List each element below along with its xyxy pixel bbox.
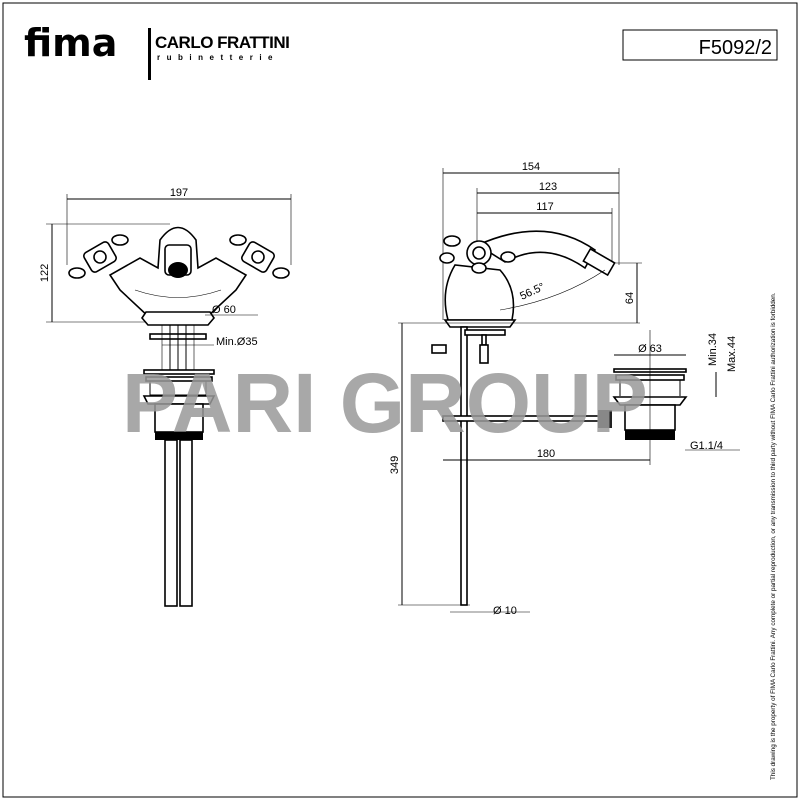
logo: fima CARLO FRATTINI rubinetterie <box>24 21 290 80</box>
side-view: 154 123 117 56.5° 64 Ø 63 <box>389 161 740 617</box>
logo-sub: rubinetterie <box>157 53 279 62</box>
watermark: PARI GROUP <box>122 356 648 450</box>
logo-divider <box>148 28 151 80</box>
dim-width: 197 <box>170 187 188 199</box>
code-box <box>622 29 778 61</box>
front-view: 197 122 Ø 60 Min.Ø35 <box>39 187 292 607</box>
dim-hole: Min.Ø35 <box>216 336 258 348</box>
logo-brand: fima <box>24 21 117 65</box>
disclaimer: This drawing is the property of FIMA Car… <box>770 292 777 780</box>
dim-base-diameter: Ø 60 <box>212 304 236 316</box>
dim-max-thickness: Max.44 <box>726 336 738 372</box>
product-code: F5092/2 <box>699 37 772 59</box>
logo-name: CARLO FRATTINI <box>155 33 289 52</box>
dim-thread: G1.1/4 <box>690 440 723 452</box>
dim-rod-length: 180 <box>537 448 555 460</box>
dim-min-thickness: Min.34 <box>707 333 719 366</box>
dim-height: 122 <box>39 264 51 282</box>
dim-total-length: 349 <box>389 456 401 474</box>
dim-spout-reach: 123 <box>539 181 557 193</box>
dim-rod-diameter: Ø 10 <box>493 605 517 617</box>
dim-angle: 56.5° <box>518 281 546 303</box>
dim-spout-height: 64 <box>624 292 636 304</box>
dim-total-depth: 154 <box>522 161 540 173</box>
dim-spout-outlet: 117 <box>536 201 554 213</box>
